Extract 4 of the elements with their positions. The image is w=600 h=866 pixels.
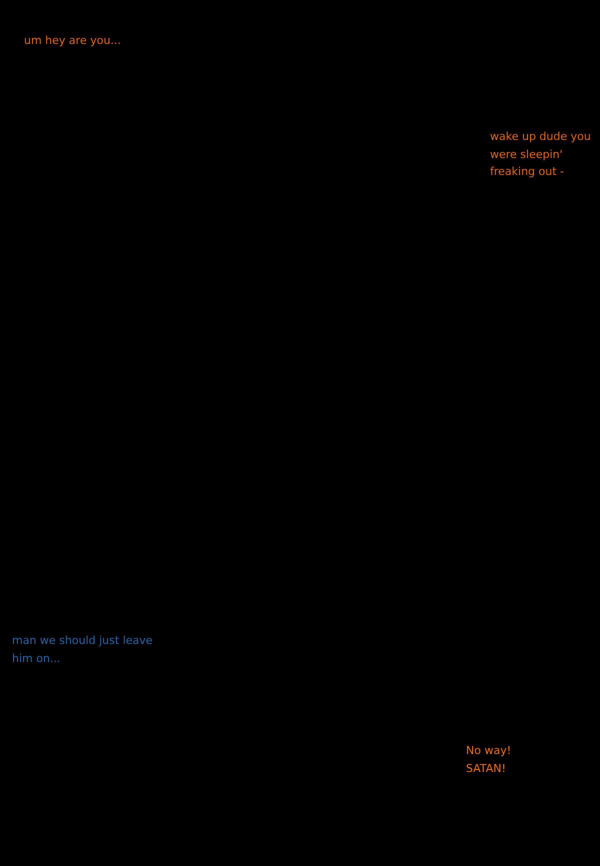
handwritten-note: No way! SATAN! bbox=[466, 743, 512, 777]
handwritten-note: man we should just leave him on... bbox=[12, 633, 154, 667]
handwritten-note: um hey are you... bbox=[24, 33, 122, 49]
handwritten-note: wake up dude you were sleepin' freaking out - bbox=[490, 129, 592, 180]
